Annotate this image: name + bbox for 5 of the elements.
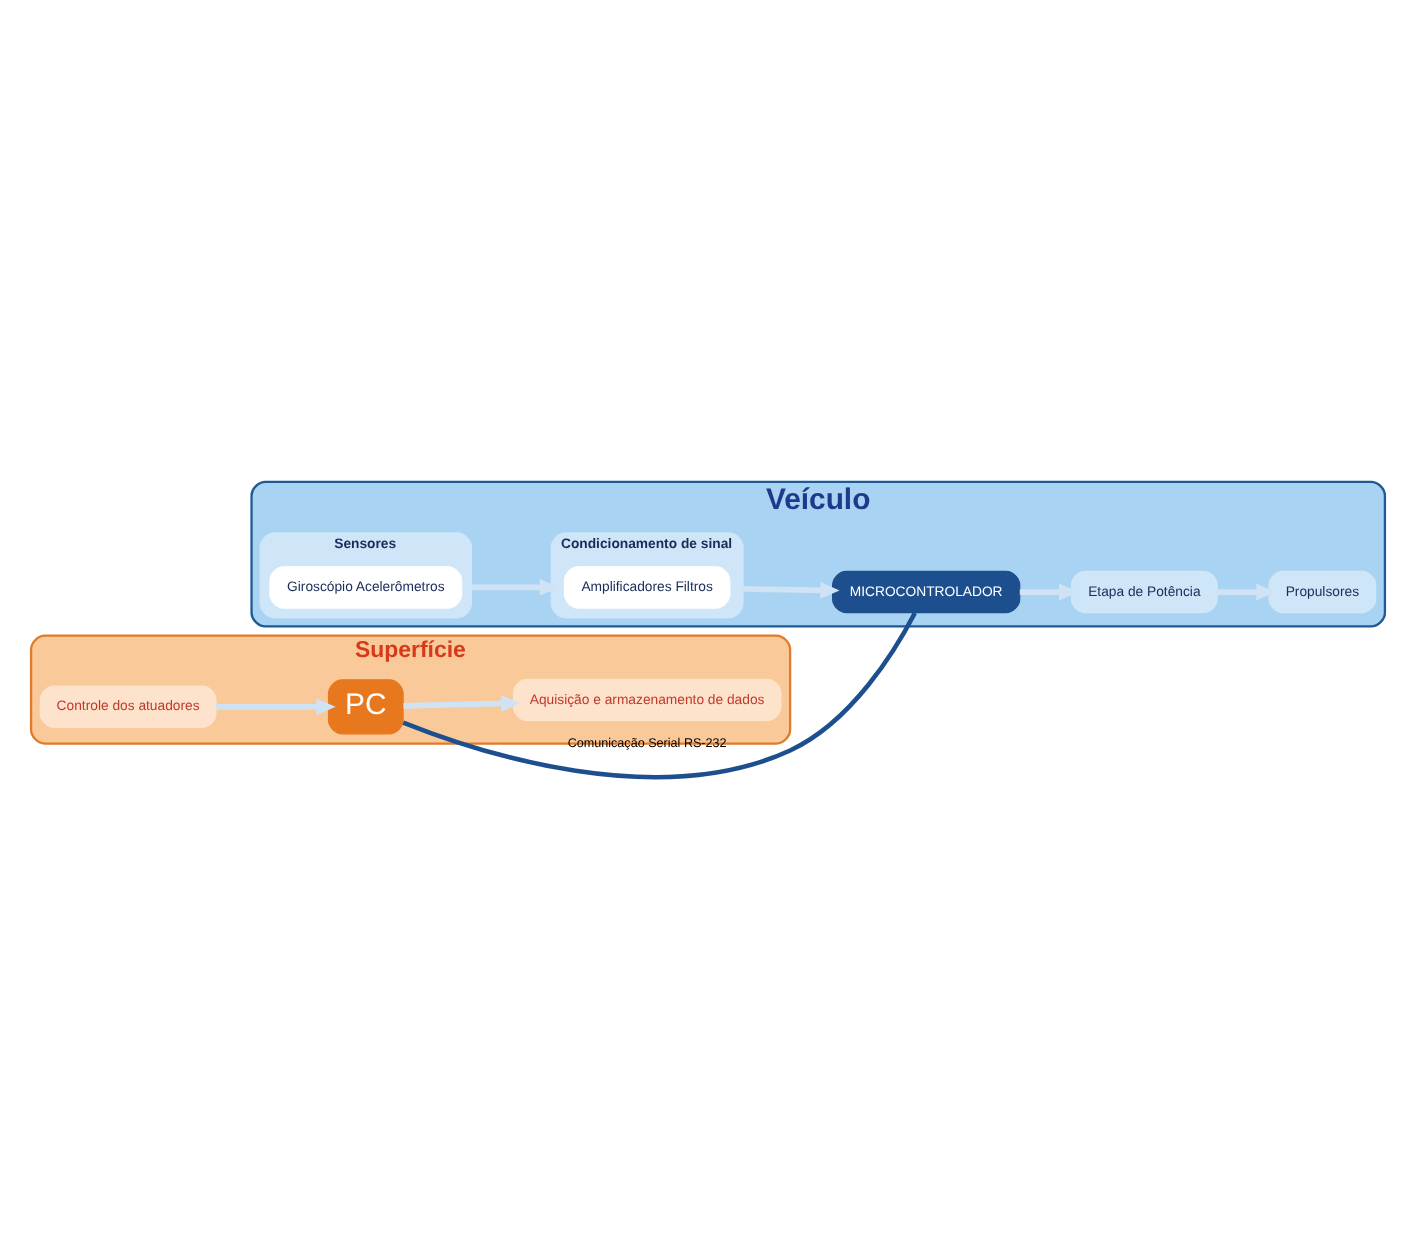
arrow [742,580,840,598]
node-box: PC [327,678,404,734]
arrow [403,694,521,711]
arrow [216,697,336,715]
connector [402,610,917,779]
